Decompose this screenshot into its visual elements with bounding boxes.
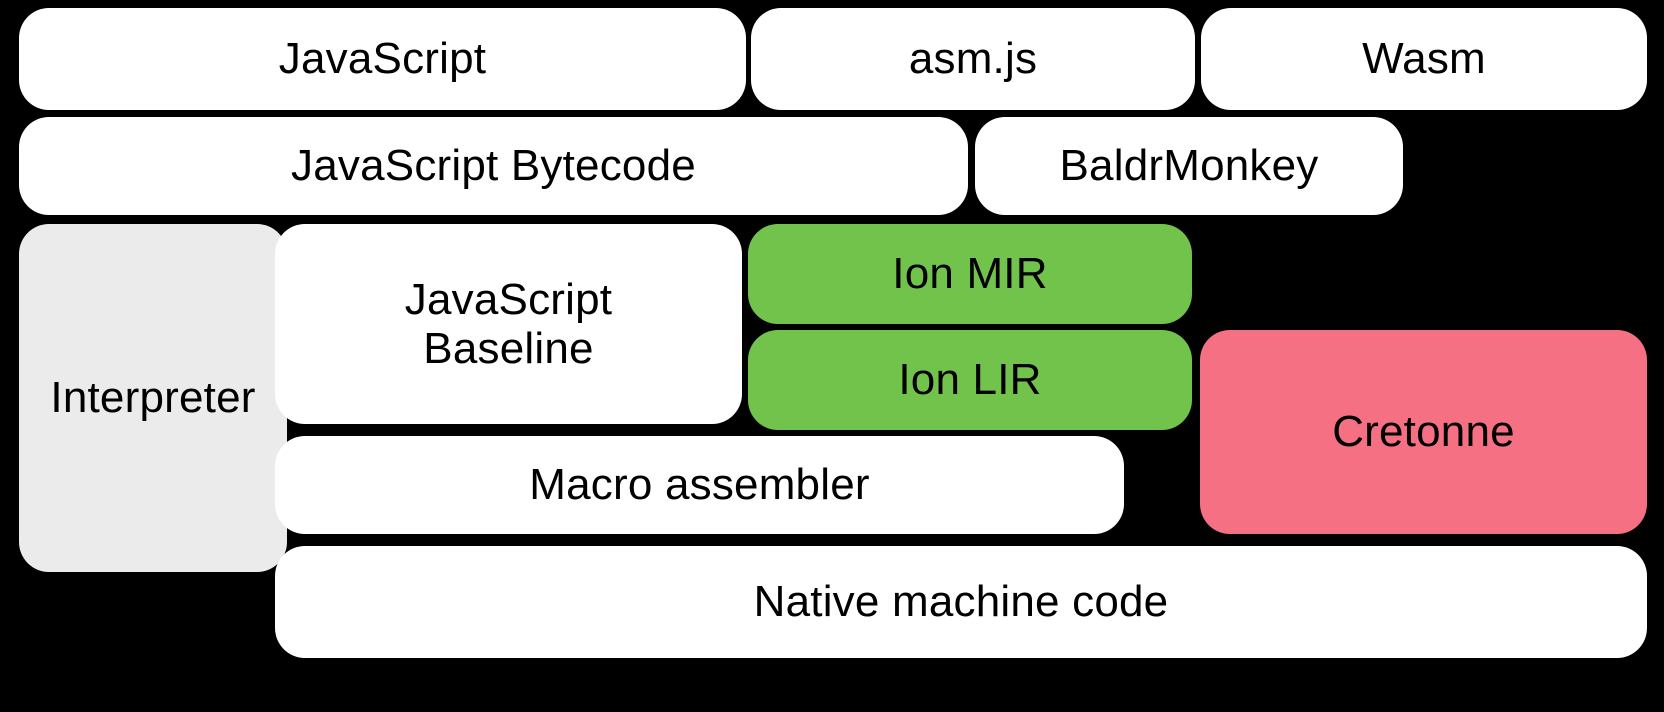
node-native-machine-code[interactable]: Native machine code [275,546,1647,658]
node-javascript-baseline[interactable]: JavaScript Baseline [275,224,742,424]
node-asm-js[interactable]: asm.js [751,8,1195,110]
node-label: BaldrMonkey [1059,141,1319,191]
node-label: Ion LIR [898,355,1042,405]
node-javascript[interactable]: JavaScript [19,8,746,110]
node-label: Wasm [1362,34,1486,84]
node-label: JavaScript Baseline [404,274,613,373]
node-label: JavaScript [278,34,487,84]
node-ion-lir[interactable]: Ion LIR [748,330,1192,430]
node-javascript-bytecode[interactable]: JavaScript Bytecode [19,117,968,215]
node-label: Cretonne [1332,407,1515,457]
node-baldrmonkey[interactable]: BaldrMonkey [975,117,1403,215]
node-label: Ion MIR [892,249,1048,299]
node-macro-assembler[interactable]: Macro assembler [275,436,1124,534]
node-label: Native machine code [753,577,1169,627]
node-ion-mir[interactable]: Ion MIR [748,224,1192,324]
node-label: Macro assembler [529,460,870,510]
node-label: JavaScript Bytecode [291,141,696,191]
node-cretonne[interactable]: Cretonne [1200,330,1647,534]
node-label: Interpreter [50,373,256,423]
node-wasm[interactable]: Wasm [1201,8,1647,110]
node-label: asm.js [908,34,1038,84]
node-interpreter[interactable]: Interpreter [19,224,287,572]
